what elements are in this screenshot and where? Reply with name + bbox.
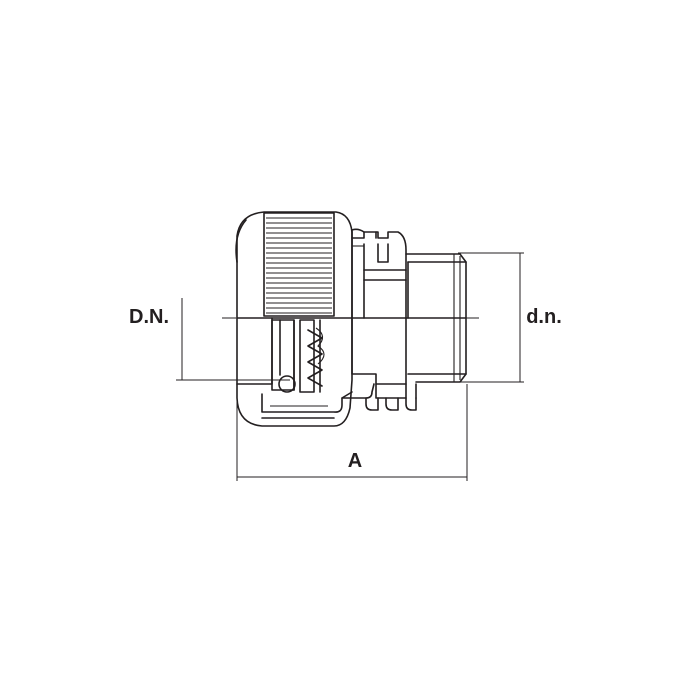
dimension-a: A xyxy=(236,384,468,481)
a-label: A xyxy=(348,450,362,472)
fitting-body xyxy=(341,228,417,411)
knurled-grip xyxy=(263,212,335,317)
dimension-dn-thread: d.n. xyxy=(458,252,562,383)
dn-thread-label: d.n. xyxy=(526,306,562,328)
o-ring xyxy=(278,375,296,393)
dimension-dn: D.N. xyxy=(129,298,290,381)
threaded-end xyxy=(405,253,467,383)
grip-ring-section xyxy=(271,319,325,393)
dn-label: D.N. xyxy=(129,306,169,328)
compression-nut xyxy=(235,211,353,427)
